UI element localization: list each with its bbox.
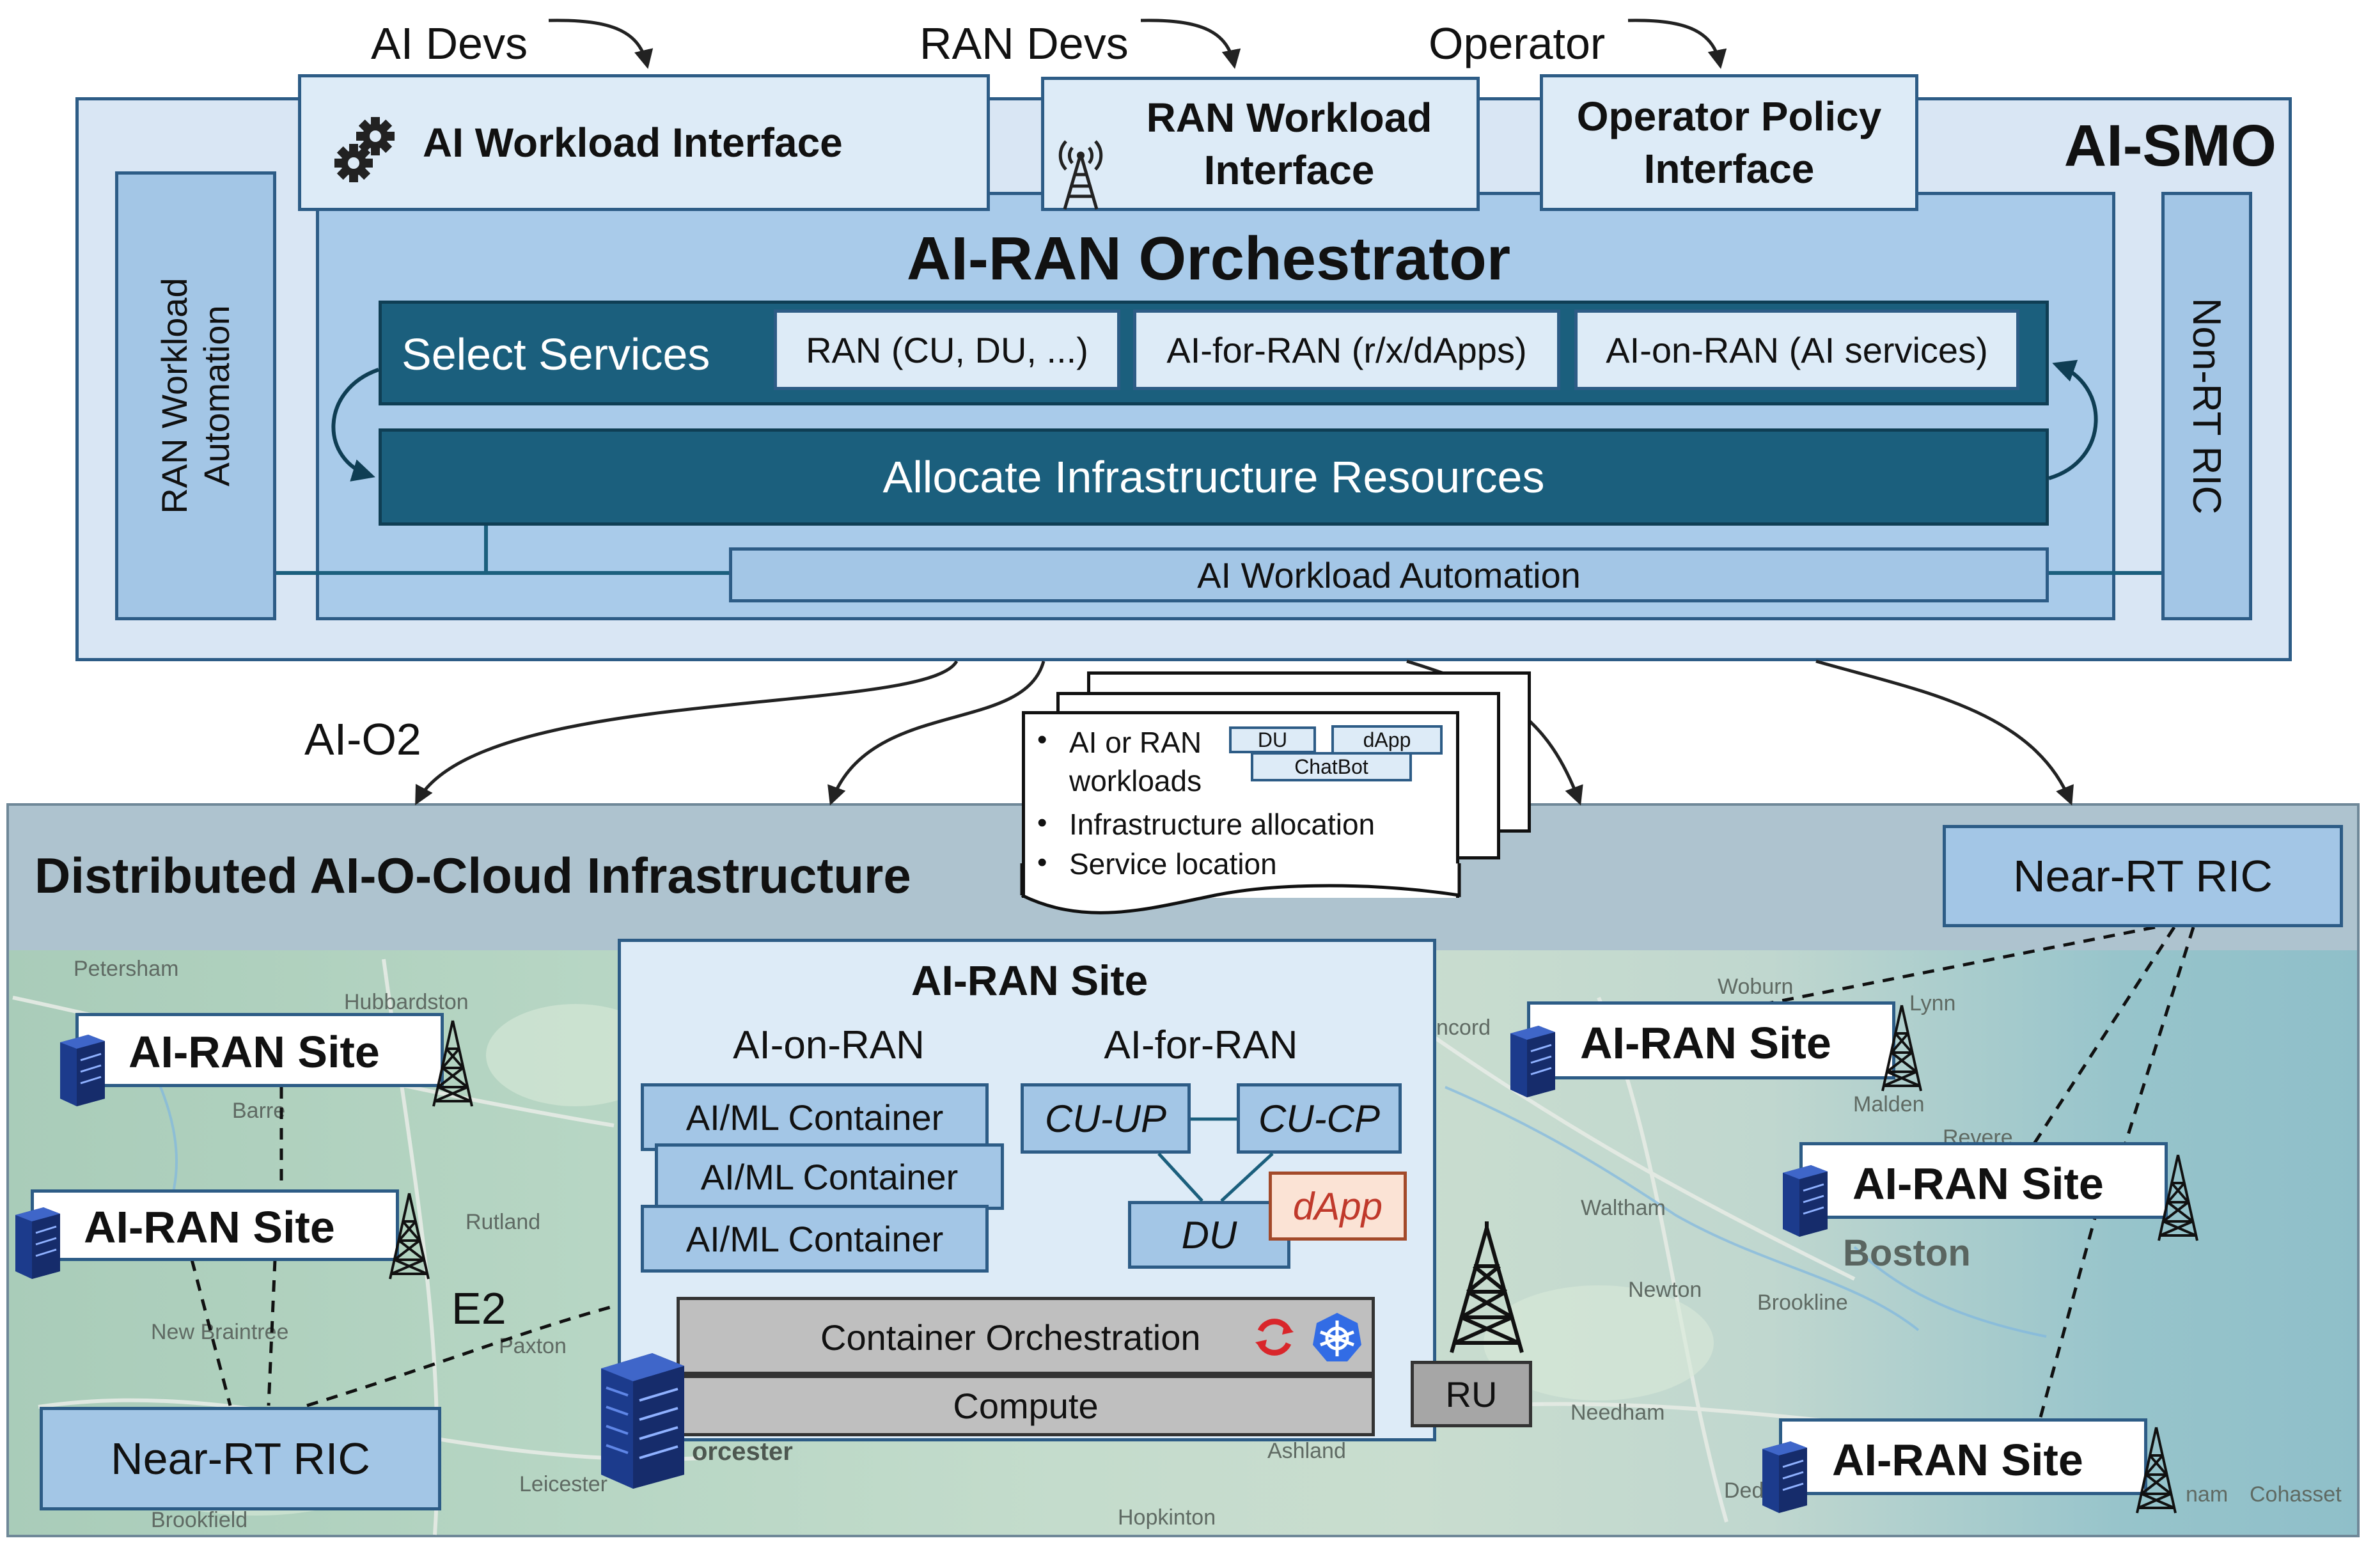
cu-up-box[interactable]: CU-UP: [1021, 1083, 1191, 1154]
server-icon: [1761, 1440, 1808, 1514]
gear-icon: [334, 113, 398, 184]
cell-tower-icon: [1881, 1004, 1922, 1092]
doc-item: Service location: [1069, 847, 1277, 881]
ai-on-ran-label: AI-on-RAN: [733, 1023, 925, 1067]
server-icon: [1509, 1024, 1556, 1099]
service-ai-for-ran[interactable]: AI-for-RAN (r/x/dApps): [1133, 310, 1560, 390]
remote-site-label: AI-RAN Site: [1580, 1018, 1831, 1068]
server-icon: [14, 1206, 61, 1280]
remote-site[interactable]: AI-RAN Site: [1527, 1001, 1895, 1079]
doc-tag-chatbot: ChatBot: [1251, 752, 1412, 781]
cell-tower-icon: [2158, 1154, 2198, 1242]
map-label: Petersham: [74, 957, 179, 981]
remote-site-label: AI-RAN Site: [1853, 1159, 2104, 1209]
map-label: Rutland: [466, 1210, 541, 1234]
near-rt-ric-top[interactable]: Near-RT RIC: [1943, 825, 2343, 927]
ai-workload-interface[interactable]: AI Workload Interface: [298, 74, 990, 211]
allocate-infrastructure-resources[interactable]: Allocate Infrastructure Resources: [379, 428, 2049, 526]
ran-workload-automation[interactable]: RAN Workload Automation: [115, 171, 276, 620]
map-label: Newton: [1628, 1278, 1702, 1302]
ai-workload-automation[interactable]: AI Workload Automation: [729, 547, 2049, 602]
ai-o2-label: AI-O2: [304, 714, 421, 764]
server-icon: [588, 1349, 691, 1490]
ran-workload-interface[interactable]: RAN Workload Interface: [1041, 77, 1480, 211]
cu-cp-box[interactable]: CU-CP: [1237, 1083, 1402, 1154]
ran-workload-interface-label: RAN Workload: [1146, 95, 1432, 141]
e2-label: E2: [451, 1283, 506, 1333]
near-rt-ric-bottom[interactable]: Near-RT RIC: [40, 1407, 441, 1510]
operator-label: Operator: [1429, 19, 1606, 68]
doc-item: workloads: [1069, 764, 1202, 797]
map-label: Boston: [1843, 1232, 1971, 1274]
map-label: nam: [2186, 1482, 2229, 1507]
map-label: Malden: [1853, 1092, 1925, 1117]
map-label: Cohasset: [2250, 1482, 2342, 1507]
ai-workload-interface-label: AI Workload Interface: [423, 120, 843, 166]
map-label: orcester: [692, 1438, 793, 1466]
map-label: Hopkinton: [1118, 1505, 1216, 1530]
map-label: Lynn: [1909, 991, 1956, 1015]
map-label: ncord: [1436, 1015, 1491, 1040]
non-rt-ric[interactable]: Non-RT RIC: [2161, 192, 2252, 620]
map-label: Ashland: [1267, 1439, 1346, 1463]
remote-site[interactable]: AI-RAN Site: [31, 1189, 399, 1261]
remote-site[interactable]: AI-RAN Site: [1779, 1418, 2147, 1495]
container-orchestration-bar[interactable]: Container Orchestration: [677, 1297, 1375, 1375]
operator-policy-interface-label: Interface: [1643, 146, 1815, 192]
remote-site[interactable]: AI-RAN Site: [1799, 1142, 2168, 1219]
map-label: Woburn: [1718, 975, 1794, 999]
ai-ml-container[interactable]: AI/ML Container: [641, 1205, 989, 1273]
cloud-title: Distributed AI-O-Cloud Infrastructure: [35, 847, 911, 904]
container-orchestration-label: Container Orchestration: [820, 1317, 1201, 1358]
ran-devs-label: RAN Devs: [920, 19, 1129, 68]
doc-bullet: •: [1037, 724, 1047, 755]
compute-bar[interactable]: Compute: [677, 1375, 1375, 1436]
server-icon: [1782, 1164, 1829, 1238]
ai-ran-site-title: AI-RAN Site: [911, 957, 1148, 1004]
dapp-box[interactable]: dApp: [1269, 1172, 1407, 1241]
ru-box[interactable]: RU: [1411, 1361, 1532, 1427]
doc-bullet: •: [1037, 807, 1047, 838]
cell-tower-icon: [1439, 1221, 1535, 1356]
ai-smo-title: AI-SMO: [2064, 113, 2276, 178]
remote-site-label: AI-RAN Site: [129, 1027, 380, 1077]
map-label: Leicester: [519, 1472, 607, 1496]
map-label: Barre: [232, 1099, 286, 1123]
remote-site-label: AI-RAN Site: [1832, 1435, 2083, 1485]
cell-tower-icon: [432, 1019, 473, 1108]
map-label: Waltham: [1581, 1196, 1666, 1220]
doc-item: AI or RAN: [1069, 726, 1202, 759]
cell-tower-icon: [389, 1192, 430, 1280]
doc-bullet: •: [1037, 847, 1047, 878]
ran-workload-interface-label: Interface: [1203, 147, 1375, 193]
server-icon: [59, 1033, 106, 1108]
refresh-icon: [1249, 1312, 1300, 1363]
operator-policy-interface-label: Operator Policy: [1576, 93, 1882, 139]
remote-site[interactable]: AI-RAN Site: [75, 1013, 444, 1087]
du-box[interactable]: DU: [1128, 1201, 1290, 1269]
map-label: Needham: [1571, 1400, 1665, 1425]
ai-devs-label: AI Devs: [371, 19, 528, 68]
antenna-icon: [1052, 135, 1109, 212]
map-label: Hubbardston: [344, 990, 469, 1014]
remote-site-label: AI-RAN Site: [84, 1202, 335, 1252]
cell-tower-icon: [2136, 1426, 2177, 1514]
ai-for-ran-label: AI-for-RAN: [1104, 1023, 1298, 1067]
kubernetes-icon: [1310, 1310, 1364, 1364]
service-ran[interactable]: RAN (CU, DU, ...): [774, 310, 1120, 390]
select-services-label: Select Services: [402, 329, 710, 379]
ai-ml-container[interactable]: AI/ML Container: [655, 1143, 1004, 1210]
orchestrator-title: AI-RAN Orchestrator: [906, 224, 1511, 293]
service-ai-on-ran[interactable]: AI-on-RAN (AI services): [1574, 310, 2019, 390]
map-label: Brookline: [1757, 1290, 1848, 1315]
ai-ml-container[interactable]: AI/ML Container: [641, 1083, 989, 1151]
map-label: New Braintree: [151, 1320, 289, 1344]
operator-policy-interface[interactable]: Operator Policy Interface: [1540, 74, 1918, 211]
map-label: Brookfield: [151, 1508, 248, 1532]
doc-item: Infrastructure allocation: [1069, 808, 1375, 841]
